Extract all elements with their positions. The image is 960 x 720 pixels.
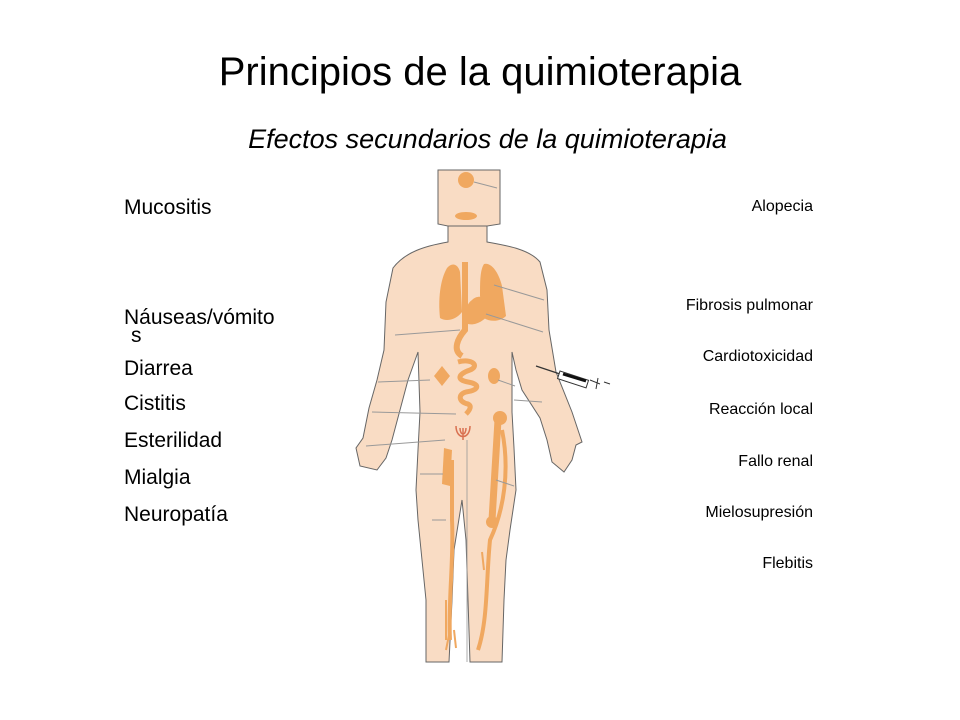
bladder xyxy=(455,425,471,440)
mouth-shape xyxy=(455,212,477,220)
leg-vein-left xyxy=(447,460,455,641)
label-nauseas-wrap: s xyxy=(131,324,142,347)
intestines xyxy=(457,358,480,416)
kidney xyxy=(488,368,500,384)
vein-right-calf xyxy=(481,551,485,571)
leg-vein-right xyxy=(476,429,508,651)
liver xyxy=(434,366,450,386)
page-subtitle: Efectos secundarios de la quimioterapia xyxy=(248,124,727,154)
label-cistitis: Cistitis xyxy=(124,392,186,415)
body-silhouette xyxy=(355,169,583,663)
nerve-left-leg xyxy=(445,600,457,651)
left-lung xyxy=(439,264,462,320)
brain-spot xyxy=(458,172,474,188)
left-leader-lines xyxy=(365,329,461,521)
label-esterilidad: Esterilidad xyxy=(124,429,223,452)
label-nauseas: Náuseas/vómito xyxy=(124,306,275,329)
label-cardiotoxicidad: Cardiotoxicidad xyxy=(702,348,813,365)
femur-bone xyxy=(488,416,502,524)
label-mielosupresion: Mielosupresión xyxy=(705,504,813,521)
label-diarrea: Diarrea xyxy=(124,357,193,380)
label-flebitis: Flebitis xyxy=(762,555,813,572)
stomach xyxy=(453,262,468,359)
label-mucositis: Mucositis xyxy=(124,196,212,219)
label-alopecia: Alopecia xyxy=(751,198,813,215)
right-leader-lines xyxy=(473,181,545,487)
label-fibrosis: Fibrosis pulmonar xyxy=(685,297,813,314)
syringe-icon xyxy=(535,365,611,390)
label-mialgia: Mialgia xyxy=(124,466,191,489)
label-neuropatia: Neuropatía xyxy=(124,503,228,526)
page-title: Principios de la quimioterapia xyxy=(218,50,742,94)
label-fallo-renal: Fallo renal xyxy=(738,453,813,470)
thigh-muscle xyxy=(442,448,452,486)
heart xyxy=(465,296,491,325)
label-reaccion-local: Reacción local xyxy=(708,401,813,418)
